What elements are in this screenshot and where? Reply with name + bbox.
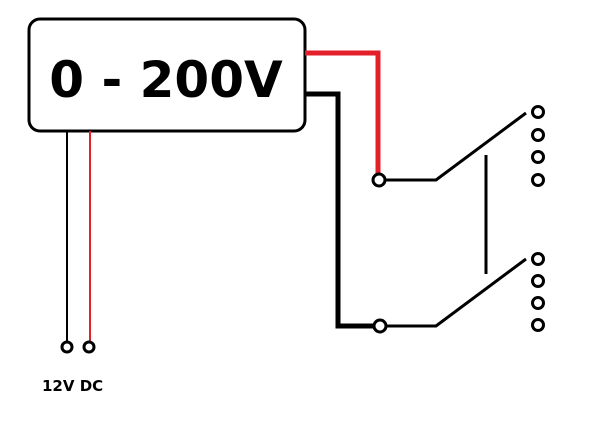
voltmeter-label: 0 - 200V xyxy=(49,51,283,109)
meter-positive-wire xyxy=(305,50,381,174)
switch-1-terminals xyxy=(531,105,545,187)
terminal xyxy=(531,296,545,310)
switch-2-contact xyxy=(386,257,527,328)
switch-2-terminals xyxy=(531,252,545,332)
switch-1-common-terminal xyxy=(371,172,387,188)
supply-negative-terminal xyxy=(60,340,74,354)
terminal xyxy=(531,318,545,332)
terminal xyxy=(531,173,545,187)
terminal xyxy=(531,128,545,142)
switch-2-common-terminal xyxy=(372,318,388,334)
terminal xyxy=(531,274,545,288)
terminal xyxy=(531,150,545,164)
meter-negative-wire xyxy=(305,91,374,329)
terminal xyxy=(531,105,545,119)
supply-label: 12V DC xyxy=(42,377,103,395)
switch-1-contact xyxy=(385,111,527,182)
terminal xyxy=(531,252,545,266)
supply-positive-terminal xyxy=(82,340,96,354)
voltmeter-box xyxy=(27,17,307,133)
